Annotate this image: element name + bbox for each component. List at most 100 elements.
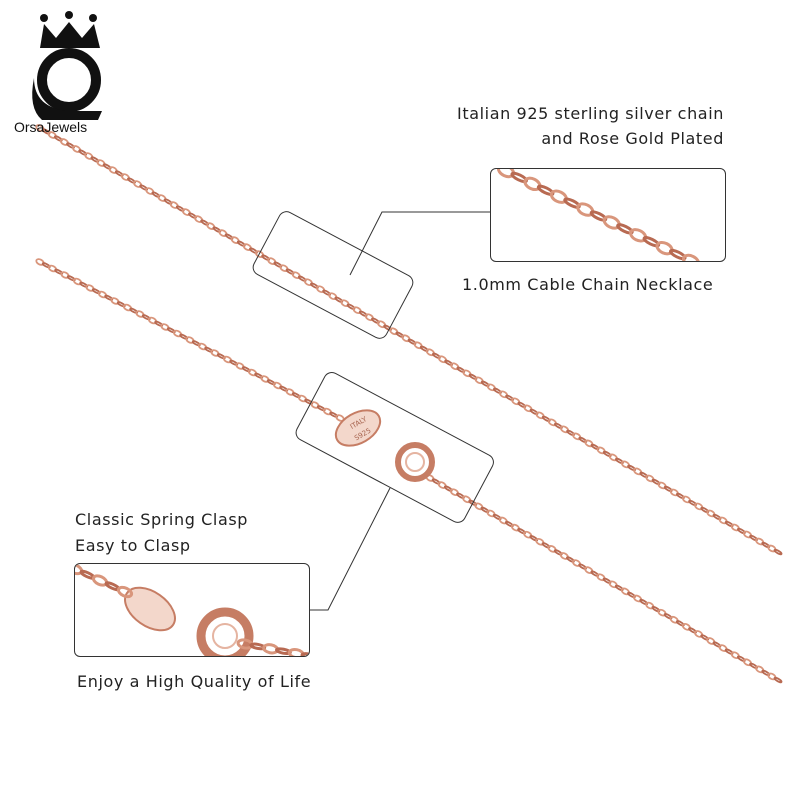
chain-detail-inset — [490, 168, 726, 262]
material-line-2: and Rose Gold Plated — [541, 129, 724, 148]
chain-link — [736, 655, 746, 662]
chain-link — [614, 584, 624, 592]
chain-link — [236, 240, 246, 247]
clasp-highlight-frame — [295, 372, 494, 523]
chain-link — [554, 422, 563, 430]
chain-link — [553, 549, 563, 556]
chain-link — [371, 317, 380, 324]
chain-link — [675, 620, 685, 627]
chain-link — [749, 534, 759, 542]
chain-link — [675, 492, 685, 500]
chain-link — [578, 563, 588, 570]
chain-link — [681, 253, 701, 261]
clasp-line-1: Classic Spring Clasp — [75, 510, 249, 529]
chain-link — [175, 205, 185, 212]
chain-link — [188, 212, 197, 219]
chain-link — [154, 320, 164, 327]
chain-link — [266, 379, 276, 386]
brand-name: OrsaJewels — [14, 119, 88, 135]
chain-link — [241, 366, 251, 373]
chain-link — [468, 373, 478, 380]
chain-link — [41, 262, 51, 269]
chain-link — [517, 401, 527, 408]
chain-link — [566, 556, 575, 563]
chain-link — [700, 634, 710, 641]
chain-link — [91, 288, 101, 295]
chain-link — [504, 520, 514, 528]
chain-link — [773, 676, 783, 684]
chain-link — [127, 177, 136, 184]
chain-link — [291, 392, 301, 399]
chain-link — [166, 327, 176, 334]
chain-link — [724, 648, 734, 655]
chain-link — [700, 506, 710, 514]
chain-link — [329, 411, 339, 418]
chain-link — [614, 457, 624, 465]
chain-link — [204, 346, 214, 353]
chain-link — [41, 128, 51, 135]
chain-link — [480, 506, 490, 514]
chain-link — [431, 478, 441, 485]
chain-link — [541, 542, 551, 549]
chain-link — [663, 485, 673, 493]
chain-link — [212, 226, 222, 233]
chain-link — [590, 570, 600, 577]
chain-link — [712, 641, 722, 648]
chain-link — [102, 163, 112, 170]
chain-link — [627, 591, 636, 599]
chain-callout-leader — [349, 211, 490, 276]
clasp-detail-inset — [74, 563, 310, 657]
chain-link — [141, 314, 151, 321]
chain-link — [651, 605, 661, 613]
chain-link — [139, 184, 149, 191]
chain-link — [322, 289, 332, 296]
chain-link — [53, 135, 63, 142]
chain-link — [224, 233, 234, 240]
chain-link — [116, 301, 126, 308]
chain-link — [334, 296, 344, 303]
chain-link — [346, 303, 356, 310]
chain-link — [688, 499, 698, 507]
clasp-closeup — [75, 564, 309, 656]
chain-link — [200, 219, 210, 226]
chain-link — [151, 191, 161, 198]
chain-link — [639, 471, 649, 479]
chain-link — [179, 333, 189, 340]
chain-link — [492, 513, 502, 521]
chain-link — [316, 405, 326, 412]
clasp-callout-leader — [310, 487, 391, 611]
chain-link — [310, 282, 319, 289]
chain-link — [163, 198, 173, 205]
chain-link — [578, 436, 588, 444]
chain-link — [273, 261, 283, 268]
chain-link — [432, 352, 441, 359]
chain-link — [116, 585, 134, 599]
chain-link — [407, 338, 417, 345]
chain-link — [688, 627, 697, 634]
spring-clasp: ITALY S925 — [334, 409, 435, 482]
chain-link — [66, 142, 75, 149]
chain-link — [216, 353, 226, 360]
chain-link — [761, 541, 771, 549]
chain-link — [285, 268, 295, 275]
chain-link — [79, 281, 89, 288]
rose-gold-chains — [35, 124, 783, 684]
quality-slogan: Enjoy a High Quality of Life — [77, 672, 312, 691]
chain-link — [627, 464, 637, 472]
chain-link — [663, 613, 673, 620]
chain-link — [104, 294, 114, 301]
chain-link — [602, 577, 612, 584]
chain-link — [229, 359, 239, 366]
chain-link — [261, 254, 271, 261]
chain-closeup — [496, 169, 701, 261]
chain-link — [517, 527, 526, 535]
chain-link — [114, 170, 124, 177]
chain-link — [480, 380, 490, 387]
chain-link — [761, 669, 771, 677]
chain-link — [602, 450, 612, 458]
chain-link — [66, 275, 76, 282]
chain-link — [566, 429, 576, 437]
chain-link — [395, 331, 405, 338]
